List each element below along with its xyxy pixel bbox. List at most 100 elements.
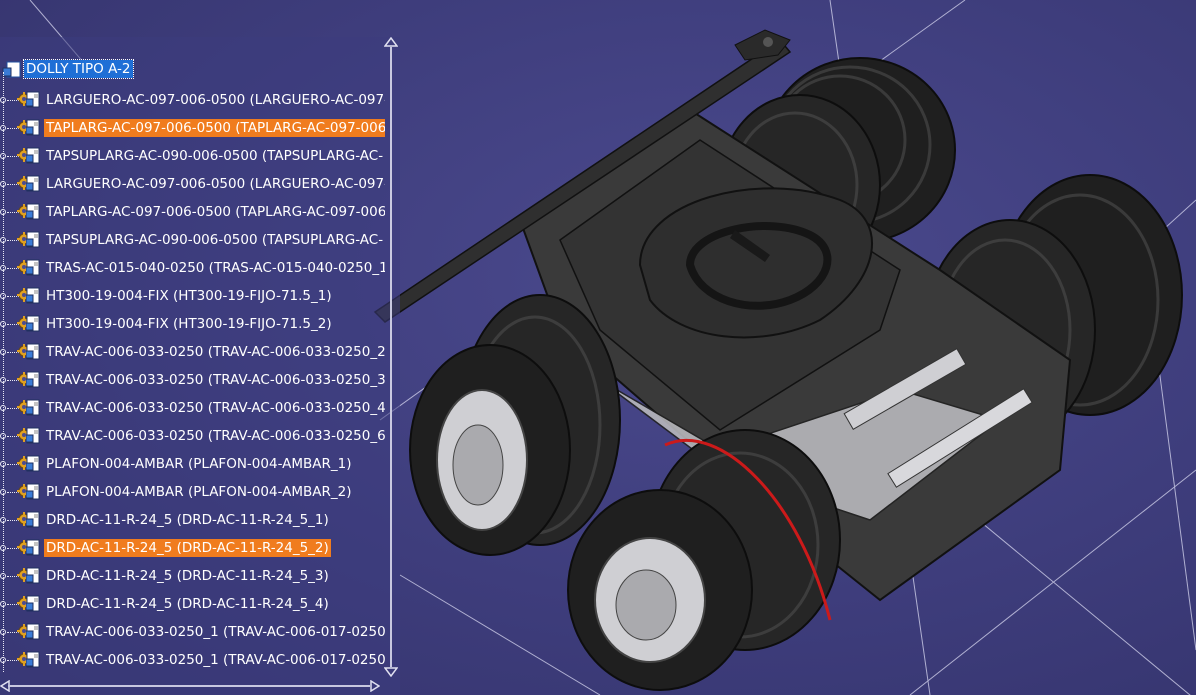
- tree-node-label[interactable]: TAPSUPLARG-AC-090-006-0500 (TAPSUPLARG-A…: [46, 232, 384, 248]
- tree-node[interactable]: PLAFON-004-AMBAR (PLAFON-004-AMBAR_2): [0, 481, 385, 503]
- tree-node[interactable]: LARGUERO-AC-097-006-0500 (LARGUERO-AC-09…: [0, 173, 385, 195]
- tree-connector: [0, 145, 26, 167]
- expand-node-icon[interactable]: [0, 97, 6, 103]
- expand-node-icon[interactable]: [0, 573, 6, 579]
- part-document-icon: [26, 595, 40, 612]
- tree-connector: [0, 593, 26, 615]
- tree-node[interactable]: TRAV-AC-006-033-0250 (TRAV-AC-006-033-02…: [0, 397, 385, 419]
- root-node-label[interactable]: DOLLY TIPO A-2: [23, 59, 134, 79]
- tree-node-label[interactable]: LARGUERO-AC-097-006-0500 (LARGUERO-AC-09…: [46, 176, 385, 192]
- tree-node-label[interactable]: TAPLARG-AC-097-006-0500 (TAPLARG-AC-097-…: [46, 204, 385, 220]
- selected-wheel-edge: [664, 438, 832, 621]
- tree-node-label[interactable]: DRD-AC-11-R-24_5 (DRD-AC-11-R-24_5_2): [44, 539, 331, 557]
- part-document-icon: [26, 567, 40, 584]
- expand-node-icon[interactable]: [0, 433, 6, 439]
- tree-node[interactable]: TRAV-AC-006-033-0250_1 (TRAV-AC-006-017-…: [0, 649, 385, 671]
- scroll-down-icon[interactable]: [384, 667, 398, 677]
- tree-node-label[interactable]: LARGUERO-AC-097-006-0500 (LARGUERO-AC-09…: [46, 92, 385, 108]
- part-document-icon: [26, 287, 40, 304]
- tree-connector: [0, 369, 26, 391]
- tree-connector: [0, 341, 26, 363]
- expand-node-icon[interactable]: [0, 657, 6, 663]
- tree-node[interactable]: HT300-19-004-FIX (HT300-19-FIJO-71.5_2): [0, 313, 385, 335]
- tree-node-label[interactable]: TRAS-AC-015-040-0250 (TRAS-AC-015-040-02…: [46, 260, 385, 276]
- tree-connector: [0, 453, 26, 475]
- expand-node-icon[interactable]: [0, 405, 6, 411]
- expand-node-icon[interactable]: [0, 321, 6, 327]
- part-document-icon: [26, 511, 40, 528]
- tree-connector: [0, 89, 26, 111]
- tree-node[interactable]: TAPLARG-AC-097-006-0500 (TAPLARG-AC-097-…: [0, 117, 385, 139]
- tree-connector: [0, 117, 26, 139]
- expand-node-icon[interactable]: [0, 489, 6, 495]
- tree-node-label[interactable]: PLAFON-004-AMBAR (PLAFON-004-AMBAR_1): [46, 456, 352, 472]
- connector-line: [7, 212, 19, 213]
- expand-node-icon[interactable]: [0, 461, 6, 467]
- tree-node-label[interactable]: HT300-19-004-FIX (HT300-19-FIJO-71.5_1): [46, 288, 332, 304]
- tree-node[interactable]: DRD-AC-11-R-24_5 (DRD-AC-11-R-24_5_4): [0, 593, 385, 615]
- tree-node-label[interactable]: TRAV-AC-006-033-0250 (TRAV-AC-006-033-02…: [46, 372, 385, 388]
- expand-node-icon[interactable]: [0, 209, 6, 215]
- tree-node-label[interactable]: PLAFON-004-AMBAR (PLAFON-004-AMBAR_2): [46, 484, 352, 500]
- tree-node[interactable]: DRD-AC-11-R-24_5 (DRD-AC-11-R-24_5_3): [0, 565, 385, 587]
- scroll-up-icon[interactable]: [384, 37, 398, 47]
- tree-node-label[interactable]: TRAV-AC-006-033-0250_1 (TRAV-AC-006-017-…: [46, 652, 385, 668]
- tree-node-label[interactable]: TAPSUPLARG-AC-090-006-0500 (TAPSUPLARG-A…: [46, 148, 384, 164]
- part-document-icon: [26, 259, 40, 276]
- horizontal-scroll-track[interactable]: [8, 685, 370, 687]
- tree-node[interactable]: TRAV-AC-006-033-0250 (TRAV-AC-006-033-02…: [0, 425, 385, 447]
- tree-connector: [0, 565, 26, 587]
- tree-node[interactable]: TRAV-AC-006-033-0250 (TRAV-AC-006-033-02…: [0, 369, 385, 391]
- tree-node-label[interactable]: DRD-AC-11-R-24_5 (DRD-AC-11-R-24_5_3): [46, 568, 329, 584]
- wheel-front-left: [409, 294, 621, 556]
- tree-node[interactable]: TAPSUPLARG-AC-090-006-0500 (TAPSUPLARG-A…: [0, 145, 385, 167]
- tree-connector: [0, 229, 26, 251]
- tree-node[interactable]: TAPSUPLARG-AC-090-006-0500 (TAPSUPLARG-A…: [0, 229, 385, 251]
- expand-node-icon[interactable]: [0, 293, 6, 299]
- expand-node-icon[interactable]: [0, 601, 6, 607]
- expand-node-icon[interactable]: [0, 629, 6, 635]
- tree-node-label[interactable]: DRD-AC-11-R-24_5 (DRD-AC-11-R-24_5_1): [46, 512, 329, 528]
- tree-node-label[interactable]: TRAV-AC-006-033-0250 (TRAV-AC-006-033-02…: [46, 428, 385, 444]
- specification-tree[interactable]: [0, 37, 400, 695]
- tree-node-label[interactable]: HT300-19-004-FIX (HT300-19-FIJO-71.5_2): [46, 316, 332, 332]
- part-document-icon: [26, 399, 40, 416]
- tree-node[interactable]: DRD-AC-11-R-24_5 (DRD-AC-11-R-24_5_1): [0, 509, 385, 531]
- expand-node-icon[interactable]: [0, 377, 6, 383]
- tree-node-label[interactable]: DRD-AC-11-R-24_5 (DRD-AC-11-R-24_5_4): [46, 596, 329, 612]
- expand-node-icon[interactable]: [0, 265, 6, 271]
- part-document-icon: [26, 651, 40, 668]
- tree-node-label[interactable]: TRAV-AC-006-033-0250_1 (TRAV-AC-006-017-…: [46, 624, 385, 640]
- part-document-icon: [26, 315, 40, 332]
- fifth-wheel-plate: [638, 187, 874, 339]
- tree-node[interactable]: DRD-AC-11-R-24_5 (DRD-AC-11-R-24_5_2): [0, 537, 385, 559]
- expand-node-icon[interactable]: [0, 181, 6, 187]
- tree-node[interactable]: PLAFON-004-AMBAR (PLAFON-004-AMBAR_1): [0, 453, 385, 475]
- scroll-right-icon[interactable]: [370, 680, 380, 692]
- tree-node[interactable]: HT300-19-004-FIX (HT300-19-FIJO-71.5_1): [0, 285, 385, 307]
- tree-node[interactable]: TRAV-AC-006-033-0250 (TRAV-AC-006-033-02…: [0, 341, 385, 363]
- expand-node-icon[interactable]: [0, 349, 6, 355]
- expand-node-icon[interactable]: [0, 125, 6, 131]
- part-document-icon: [26, 231, 40, 248]
- tree-node-label[interactable]: TAPLARG-AC-097-006-0500 (TAPLARG-AC-097-…: [44, 119, 385, 137]
- tree-node[interactable]: TRAS-AC-015-040-0250 (TRAS-AC-015-040-02…: [0, 257, 385, 279]
- tree-node-label[interactable]: TRAV-AC-006-033-0250 (TRAV-AC-006-033-02…: [46, 344, 385, 360]
- part-document-icon: [26, 371, 40, 388]
- tree-node-label[interactable]: TRAV-AC-006-033-0250 (TRAV-AC-006-033-02…: [46, 400, 385, 416]
- expand-node-icon[interactable]: [0, 517, 6, 523]
- tree-node[interactable]: TRAV-AC-006-033-0250_1 (TRAV-AC-006-017-…: [0, 621, 385, 643]
- vertical-scrollbar[interactable]: [384, 37, 400, 677]
- product-icon: [2, 61, 21, 78]
- expand-node-icon[interactable]: [0, 153, 6, 159]
- connector-line: [7, 548, 19, 549]
- tree-node[interactable]: LARGUERO-AC-097-006-0500 (LARGUERO-AC-09…: [0, 89, 385, 111]
- expand-node-icon[interactable]: [0, 545, 6, 551]
- tree-trunk-line: [3, 72, 4, 672]
- vertical-scroll-track[interactable]: [390, 47, 392, 667]
- horizontal-scrollbar[interactable]: [0, 679, 385, 693]
- expand-node-icon[interactable]: [0, 237, 6, 243]
- tree-node[interactable]: TAPLARG-AC-097-006-0500 (TAPLARG-AC-097-…: [0, 201, 385, 223]
